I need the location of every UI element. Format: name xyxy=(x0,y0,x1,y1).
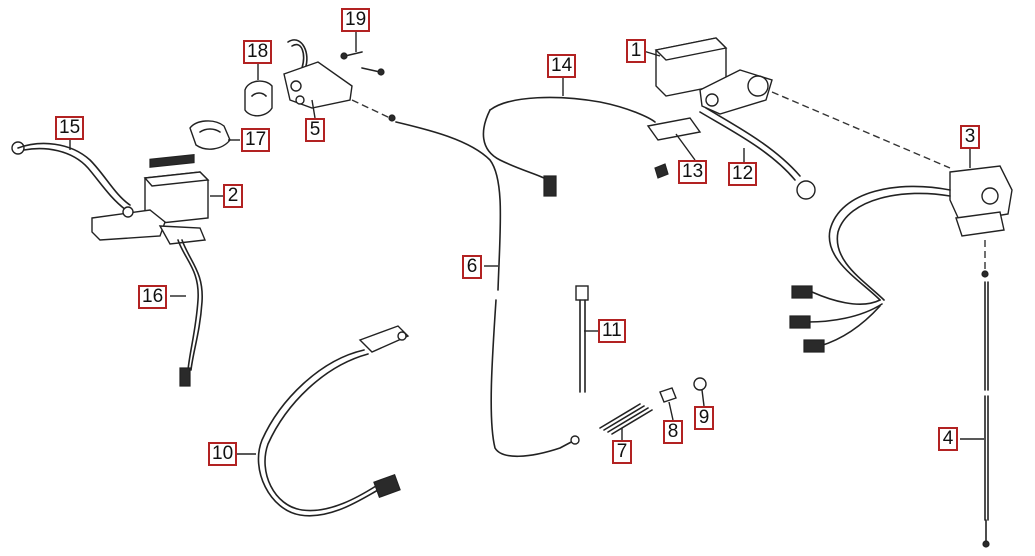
vertical-throttle-cable xyxy=(981,240,990,548)
callout-14: 14 xyxy=(547,54,577,78)
switch-wire xyxy=(257,325,410,517)
clamp-half xyxy=(189,120,231,150)
right-brake-lever xyxy=(699,107,816,200)
callout-7: 7 xyxy=(612,440,632,464)
callout-16: 16 xyxy=(138,285,168,309)
lock-nut xyxy=(693,377,707,391)
throttle-housing xyxy=(949,165,1013,237)
left-master-cylinder xyxy=(91,153,210,245)
callout-15: 15 xyxy=(55,116,85,140)
callout-2: 2 xyxy=(223,184,243,208)
clamp-holder xyxy=(244,80,273,117)
throttle-cable xyxy=(388,114,580,458)
callout-3: 3 xyxy=(960,125,980,149)
callout-1: 1 xyxy=(626,39,646,63)
lever-housing xyxy=(283,39,353,109)
leader-lines xyxy=(69,32,984,455)
callout-17: 17 xyxy=(241,128,271,152)
screw-set xyxy=(340,51,385,76)
callout-11: 11 xyxy=(598,319,626,343)
left-brake-switch-wire xyxy=(177,239,203,387)
callout-12: 12 xyxy=(728,162,758,186)
right-master-cylinder xyxy=(654,37,773,115)
callout-19: 19 xyxy=(341,8,371,32)
long-bolt xyxy=(575,285,589,393)
right-switch-harness xyxy=(789,185,951,353)
callout-5: 5 xyxy=(305,118,325,142)
callout-18: 18 xyxy=(243,40,273,64)
callout-4: 4 xyxy=(938,427,958,451)
switch-block xyxy=(646,117,702,179)
wire-harness-short xyxy=(482,96,656,197)
left-brake-lever xyxy=(11,141,131,211)
small-nut xyxy=(659,387,677,403)
callout-9: 9 xyxy=(694,406,714,430)
callout-8: 8 xyxy=(663,420,683,444)
callout-10: 10 xyxy=(208,442,238,466)
callout-6: 6 xyxy=(462,255,482,279)
spring xyxy=(599,403,653,435)
callout-13: 13 xyxy=(678,160,708,184)
